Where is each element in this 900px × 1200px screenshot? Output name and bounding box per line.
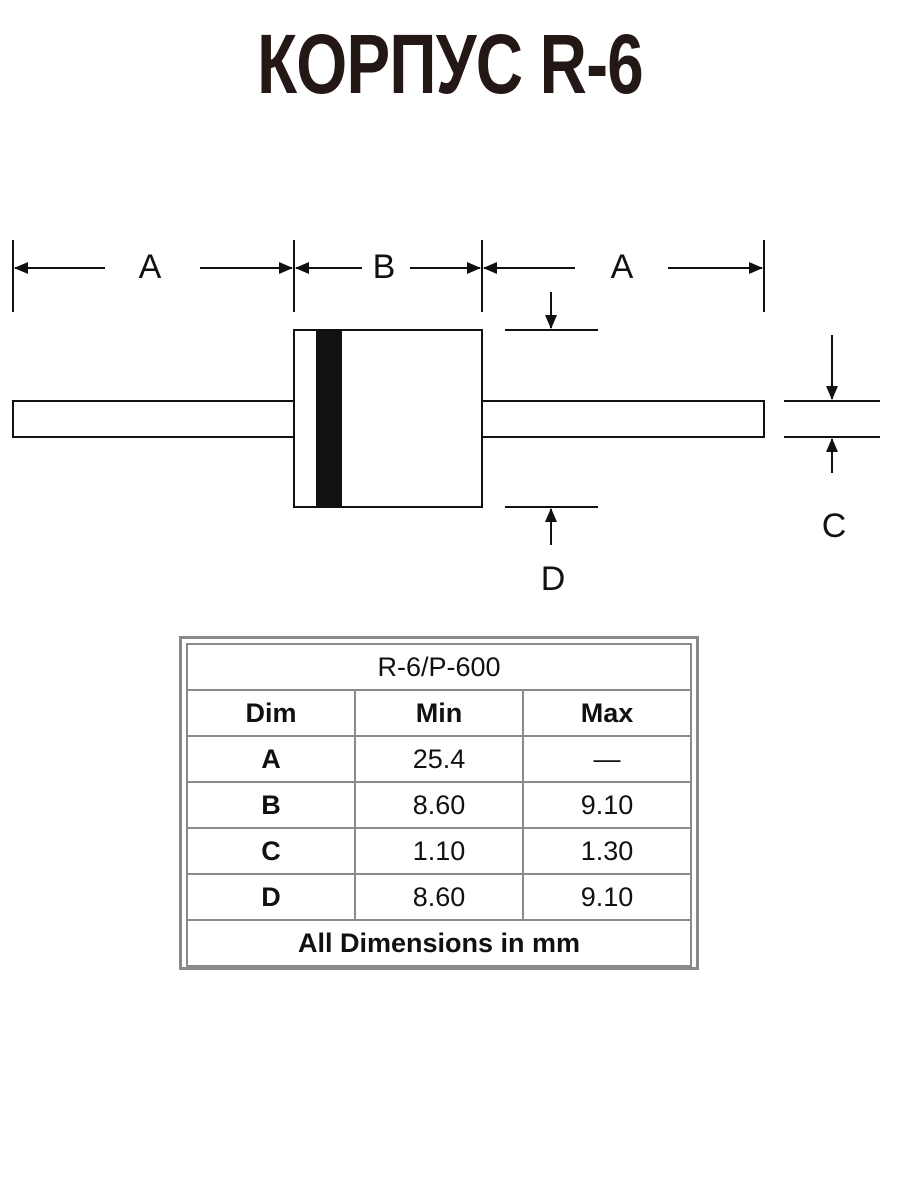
cell-dim: C <box>186 827 356 875</box>
diode-package-drawing: A B A D C <box>12 240 880 598</box>
cell-min: 25.4 <box>354 735 524 783</box>
dimensions-table-frame: R-6/P-600 Dim Min Max A 25.4 — B 8.60 9.… <box>179 636 699 970</box>
cell-min: 1.10 <box>354 827 524 875</box>
page-title: КОРПУС R-6 <box>257 17 644 111</box>
lead-left <box>12 400 295 438</box>
cell-dim: B <box>186 781 356 829</box>
dimensions-table: R-6/P-600 Dim Min Max A 25.4 — B 8.60 9.… <box>186 643 692 967</box>
table-row: C 1.10 1.30 <box>186 827 692 875</box>
cathode-band <box>316 330 342 507</box>
table-header-row: Dim Min Max <box>186 689 692 737</box>
cell-max: 9.10 <box>522 873 692 921</box>
cell-max: 9.10 <box>522 781 692 829</box>
lead-right <box>481 400 765 438</box>
header-min: Min <box>354 689 524 737</box>
table-row: A 25.4 — <box>186 735 692 783</box>
cell-min: 8.60 <box>354 781 524 829</box>
label-d: D <box>541 560 566 598</box>
cell-max: — <box>522 735 692 783</box>
cell-dim: D <box>186 873 356 921</box>
table-row: B 8.60 9.10 <box>186 781 692 829</box>
table-row: D 8.60 9.10 <box>186 873 692 921</box>
cell-min: 8.60 <box>354 873 524 921</box>
cell-max: 1.30 <box>522 827 692 875</box>
label-a-left: A <box>139 248 162 286</box>
table-caption: R-6/P-600 <box>186 643 692 691</box>
dimension-c <box>784 335 880 473</box>
label-c: C <box>822 507 847 545</box>
table-footer-row: All Dimensions in mm <box>186 919 692 967</box>
cell-dim: A <box>186 735 356 783</box>
table-caption-row: R-6/P-600 <box>186 643 692 691</box>
extension-lines <box>12 240 765 312</box>
table-footer: All Dimensions in mm <box>186 919 692 967</box>
label-a-right: A <box>611 248 634 286</box>
header-max: Max <box>522 689 692 737</box>
header-dim: Dim <box>186 689 356 737</box>
dimension-d <box>505 292 598 545</box>
label-b: B <box>373 248 396 286</box>
